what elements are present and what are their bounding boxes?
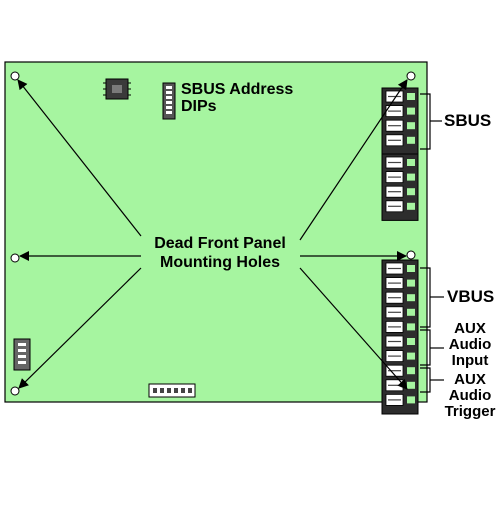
terminal-marking (407, 202, 415, 210)
aux-audio-trigger-label: AUX Audio Trigger (442, 372, 498, 419)
dip-switch-block (162, 82, 176, 120)
arrow-to-top-left-hole (17, 79, 142, 237)
right-brackets (420, 93, 444, 393)
terminal-marking (407, 93, 415, 100)
aux-trigger-line3: Trigger (444, 402, 496, 420)
mounting-hole-mid-left (10, 253, 20, 263)
terminal-marking (407, 294, 415, 302)
arrow-to-bottom-right-hole (299, 267, 408, 390)
terminal-marking (407, 122, 415, 130)
aux-input-line3: Input (451, 351, 489, 369)
terminal-marking (407, 173, 415, 181)
terminal-marking (407, 308, 415, 316)
terminal-marking (407, 381, 415, 389)
aux-input-line2: Audio (448, 335, 492, 353)
dead-front-label-line2: Mounting Holes (160, 254, 280, 272)
terminal-marking (407, 107, 415, 115)
terminal-marking (407, 188, 415, 196)
terminal-marking (407, 265, 415, 272)
aux-trigger-line1: AUX (454, 371, 486, 388)
bottom-pin-connector (148, 383, 196, 398)
terminal-marking (407, 323, 415, 331)
terminal-marking (407, 396, 415, 404)
terminal-marking (407, 338, 415, 345)
vbus-label: VBUS (447, 287, 495, 306)
circuit-board (4, 61, 428, 403)
left-pin-connector (13, 338, 31, 371)
terminal-marking (407, 352, 415, 360)
mounting-hole-top-left (10, 71, 20, 81)
sbus-address-label-line2: DIPs (181, 97, 217, 115)
aux-trigger-line2: Audio (448, 386, 492, 404)
sbus-address-label: SBUS Address DIPs (181, 81, 294, 116)
dead-front-label-line1: Dead Front Panel (154, 235, 286, 252)
terminal-marking (407, 367, 415, 375)
arrow-to-top-right-hole (299, 79, 408, 241)
terminal-marking (407, 279, 415, 287)
sbus-label: SBUS (444, 111, 492, 130)
aux-audio-input-label: AUX Audio Input (444, 321, 496, 368)
terminal-blocks (381, 87, 419, 415)
aux-input-line1: AUX (454, 320, 486, 337)
ic-chip (103, 78, 131, 100)
mounting-hole-arrows (17, 79, 408, 390)
mounting-holes (10, 71, 416, 397)
mounting-hole-top-right (406, 71, 416, 81)
mounting-hole-bottom-left (10, 386, 20, 396)
sbus-address-label-line1: SBUS Address (181, 81, 294, 98)
dead-front-label: Dead Front Panel Mounting Holes (140, 234, 300, 272)
terminal-marking (407, 136, 415, 144)
terminal-marking (407, 159, 415, 166)
arrow-to-bottom-left-hole (18, 267, 142, 389)
mounting-hole-mid-right (406, 250, 416, 260)
